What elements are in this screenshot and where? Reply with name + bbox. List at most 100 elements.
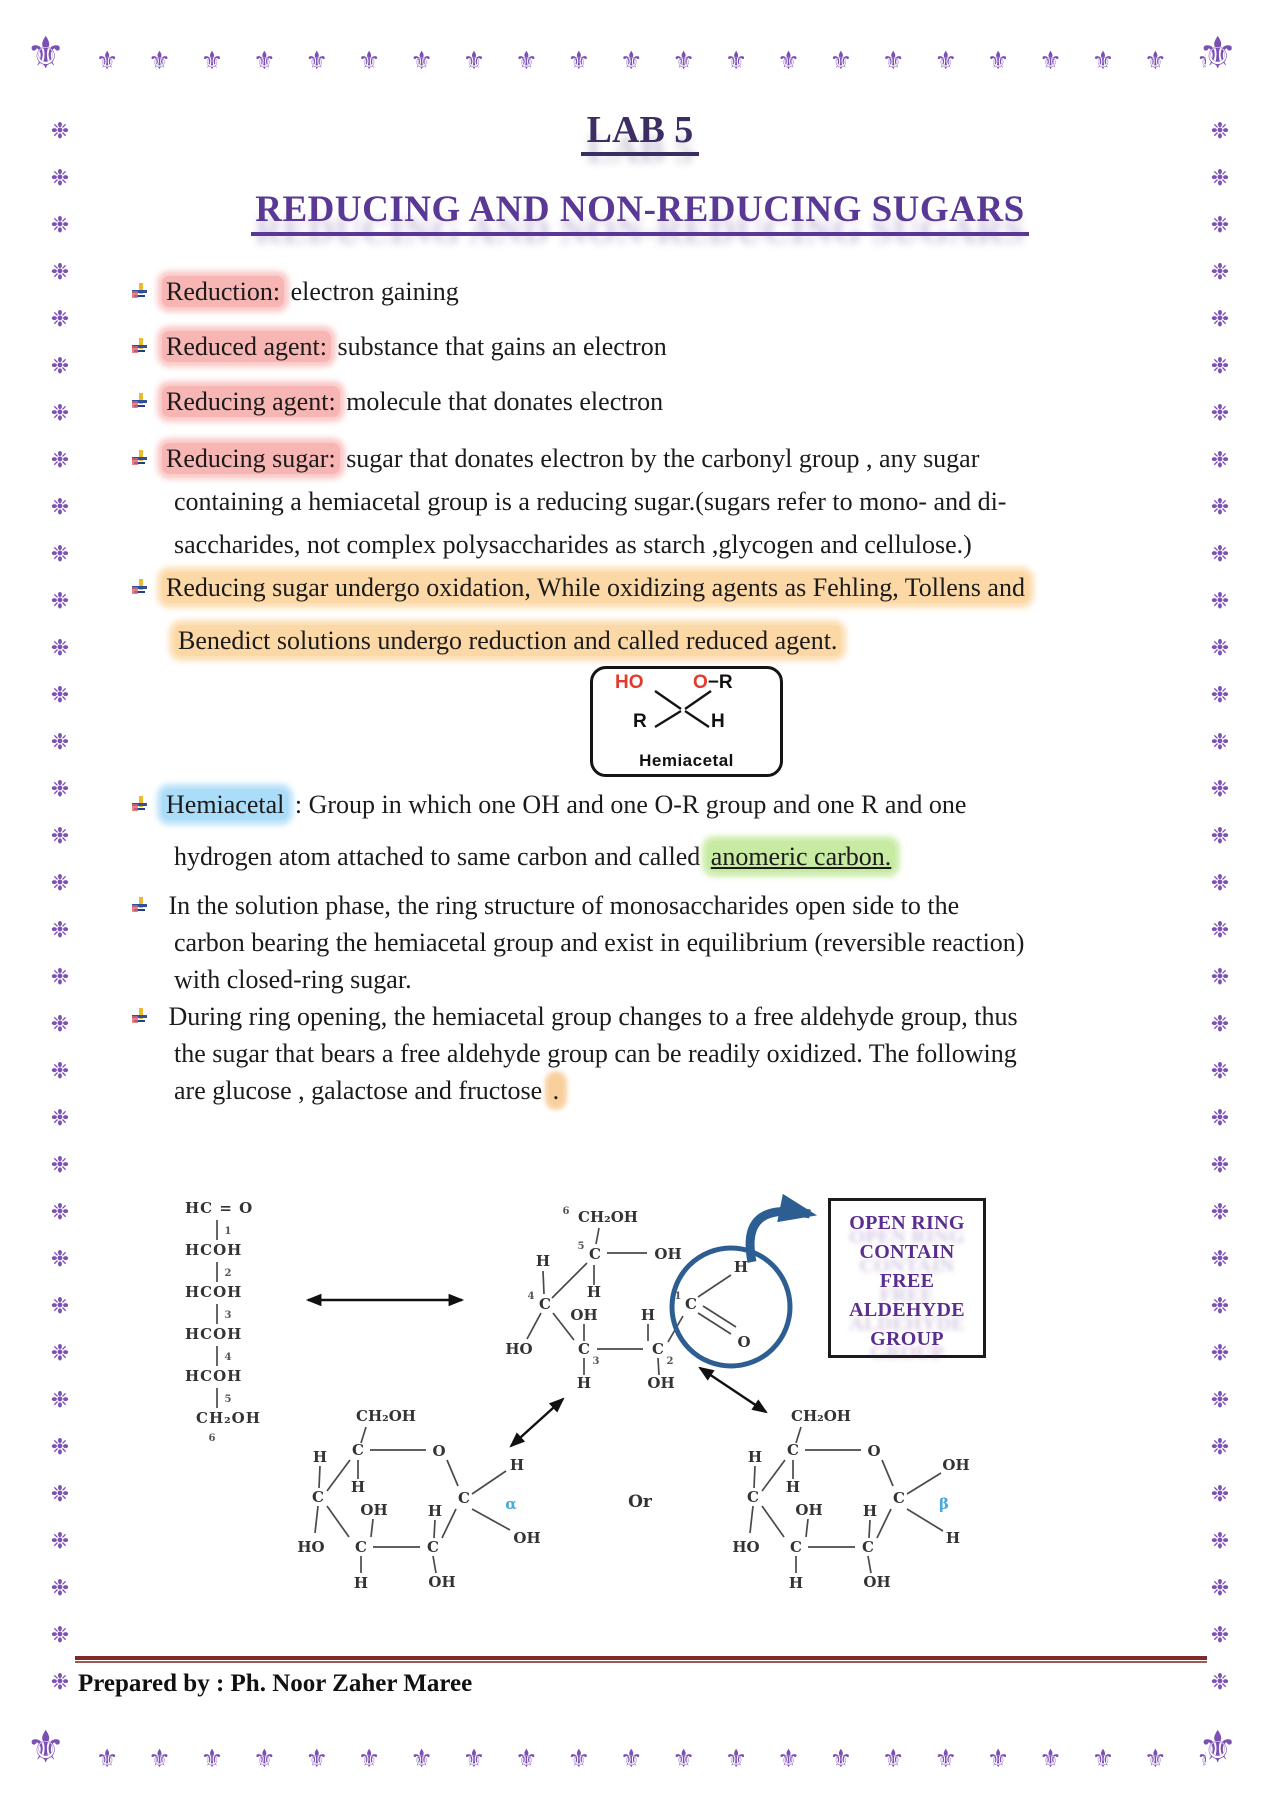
bullet-icon: [132, 796, 148, 813]
atom-label: H: [946, 1529, 960, 1547]
carbon-number: 2: [667, 1356, 674, 1367]
carbon-number: 6: [563, 1206, 570, 1217]
h-label: H: [711, 711, 725, 732]
carbon-number: 4: [225, 1352, 232, 1363]
atom-label: HCOH: [185, 1241, 242, 1259]
atom-label: H: [577, 1374, 591, 1392]
atom-label: C: [352, 1441, 364, 1459]
bullet-text: sugar that donates electron by the carbo…: [339, 444, 980, 473]
atom-label: O: [867, 1442, 880, 1460]
bullet-item-reduction: Reduction: electron gaining: [132, 272, 1172, 312]
aldehyde-circle: [669, 1245, 793, 1369]
atom-label: OH: [360, 1501, 387, 1519]
bullet-icon: [132, 283, 148, 300]
lab-number-title: LAB 5: [80, 108, 1200, 156]
bullet-icon: [132, 393, 148, 410]
bullet-text: saccharides, not complex polysaccharides…: [174, 530, 972, 559]
page-title: REDUCING AND NON-REDUCING SUGARS: [80, 188, 1200, 236]
atom-label: C: [355, 1538, 367, 1556]
bullet-icon: [132, 450, 148, 467]
border-top: ⚜⚜⚜⚜⚜⚜⚜⚜⚜⚜⚜⚜⚜⚜⚜⚜⚜⚜⚜⚜⚜⚜⚜: [96, 46, 1206, 75]
bullet-item-hemiacetal: Hemiacetal : Group in which one OH and o…: [132, 779, 1172, 883]
atom-label: OH: [942, 1456, 969, 1474]
atom-label: H: [734, 1258, 748, 1276]
atom-label: C: [578, 1340, 590, 1358]
corner-ornament: ⚜: [1198, 28, 1238, 79]
footer-rule: [75, 1656, 1207, 1663]
border-left: ❉ ❉ ❉ ❉ ❉ ❉ ❉ ❉ ❉ ❉ ❉ ❉ ❉ ❉ ❉ ❉ ❉ ❉ ❉ ❉ …: [50, 119, 70, 1695]
atom-label: C: [539, 1295, 551, 1313]
bullet-item-reducing-sugar: Reducing sugar: sugar that donates elect…: [132, 437, 1172, 566]
atom-label: H: [510, 1456, 524, 1474]
highlighted-term: Reduced agent:: [162, 331, 331, 362]
atom-label: C: [893, 1489, 905, 1507]
hemiacetal-structure-figure: HO O−R R H Hemiacetal: [590, 666, 783, 777]
bullet-icon: [132, 1008, 148, 1025]
anomeric-carbon-term: anomeric carbon.: [706, 841, 896, 872]
highlighted-term: Reducing agent:: [162, 386, 340, 417]
callout-line: ALDEHYDE: [849, 1299, 965, 1321]
carbon-number: 3: [225, 1310, 232, 1321]
atom-label: CH₂OH: [356, 1407, 416, 1425]
carbon-number: 1: [225, 1226, 232, 1237]
atom-label: C: [787, 1441, 799, 1459]
carbon-number: 5: [225, 1394, 232, 1405]
atom-label: OH: [570, 1306, 597, 1324]
atom-label: OH: [795, 1501, 822, 1519]
atom-label: OH: [428, 1573, 455, 1591]
bullet-icon: [132, 897, 148, 914]
bullet-text: with closed-ring sugar.: [174, 965, 412, 994]
atom-label: HCOH: [185, 1367, 242, 1385]
bullet-text: containing a hemiacetal group is a reduc…: [174, 487, 1007, 516]
carbon-number: 2: [225, 1268, 232, 1279]
bullet-item-solution-phase: In the solution phase, the ring structur…: [132, 887, 1172, 998]
atom-label: H: [351, 1478, 365, 1496]
atom-label: OH: [654, 1245, 681, 1263]
highlighted-term: Reducing sugar:: [162, 443, 340, 474]
atom-label: O: [737, 1333, 750, 1351]
atom-label: CH₂OH: [196, 1409, 261, 1427]
beta-ring-structure: CH₂OH C O H H C OH H C OH β H HO: [732, 1407, 969, 1592]
bullet-text: : Group in which one OH and one O-R grou…: [288, 790, 967, 819]
highlighted-period: .: [548, 1075, 564, 1106]
atom-label: C: [427, 1538, 439, 1556]
footer-text: Prepared by : Ph. Noor Zaher Maree: [78, 1670, 473, 1697]
carbon-number: 6: [209, 1433, 216, 1444]
callout-line: CONTAIN: [859, 1241, 955, 1263]
bullet-item-reducing-agent: Reducing agent: molecule that donates el…: [132, 382, 1172, 422]
atom-label: C: [790, 1538, 802, 1556]
highlighted-term: Reduction:: [162, 276, 285, 307]
bullet-text: During ring opening, the hemiacetal grou…: [162, 1002, 1018, 1031]
bullet-item-ring-opening: During ring opening, the hemiacetal grou…: [132, 998, 1172, 1109]
highlighted-term: Hemiacetal: [162, 789, 289, 820]
atom-label: H: [428, 1502, 442, 1520]
atom-label: C: [862, 1538, 874, 1556]
bullet-icon: [132, 579, 148, 596]
atom-label: HO: [505, 1340, 532, 1358]
atom-label: H: [786, 1478, 800, 1496]
carbon-number: 4: [528, 1291, 535, 1302]
bullet-icon: [132, 338, 148, 355]
atom-label: HO: [732, 1538, 759, 1556]
bullet-text: hydrogen atom attached to same carbon an…: [174, 842, 707, 871]
bullet-text: In the solution phase, the ring structur…: [162, 891, 960, 920]
carbon-number: 5: [578, 1241, 585, 1252]
atom-label: OH: [513, 1529, 540, 1547]
alpha-ring-structure: CH₂OH C O H H C OH H C H α OH HO: [297, 1407, 540, 1592]
border-right: ❉ ❉ ❉ ❉ ❉ ❉ ❉ ❉ ❉ ❉ ❉ ❉ ❉ ❉ ❉ ❉ ❉ ❉ ❉ ❉ …: [1210, 119, 1230, 1695]
atom-label: HC = O: [185, 1199, 253, 1217]
bullet-text: are glucose , galactose and fructose: [174, 1076, 549, 1105]
atom-label: CH₂OH: [791, 1407, 851, 1425]
bullet-text: molecule that donates electron: [339, 387, 664, 416]
bullet-item-oxidation: Reducing sugar undergo oxidation, While …: [132, 561, 1172, 667]
atom-label: HO: [297, 1538, 324, 1556]
corner-ornament: ⚜: [26, 28, 66, 79]
atom-label: H: [587, 1283, 601, 1301]
callout-line: OPEN RING: [849, 1212, 965, 1234]
atom-label: C: [652, 1340, 664, 1358]
or-label: Or: [628, 1492, 653, 1512]
bullet-text: electron gaining: [284, 277, 459, 306]
atom-label: HCOH: [185, 1283, 242, 1301]
atom-label: HCOH: [185, 1325, 242, 1343]
